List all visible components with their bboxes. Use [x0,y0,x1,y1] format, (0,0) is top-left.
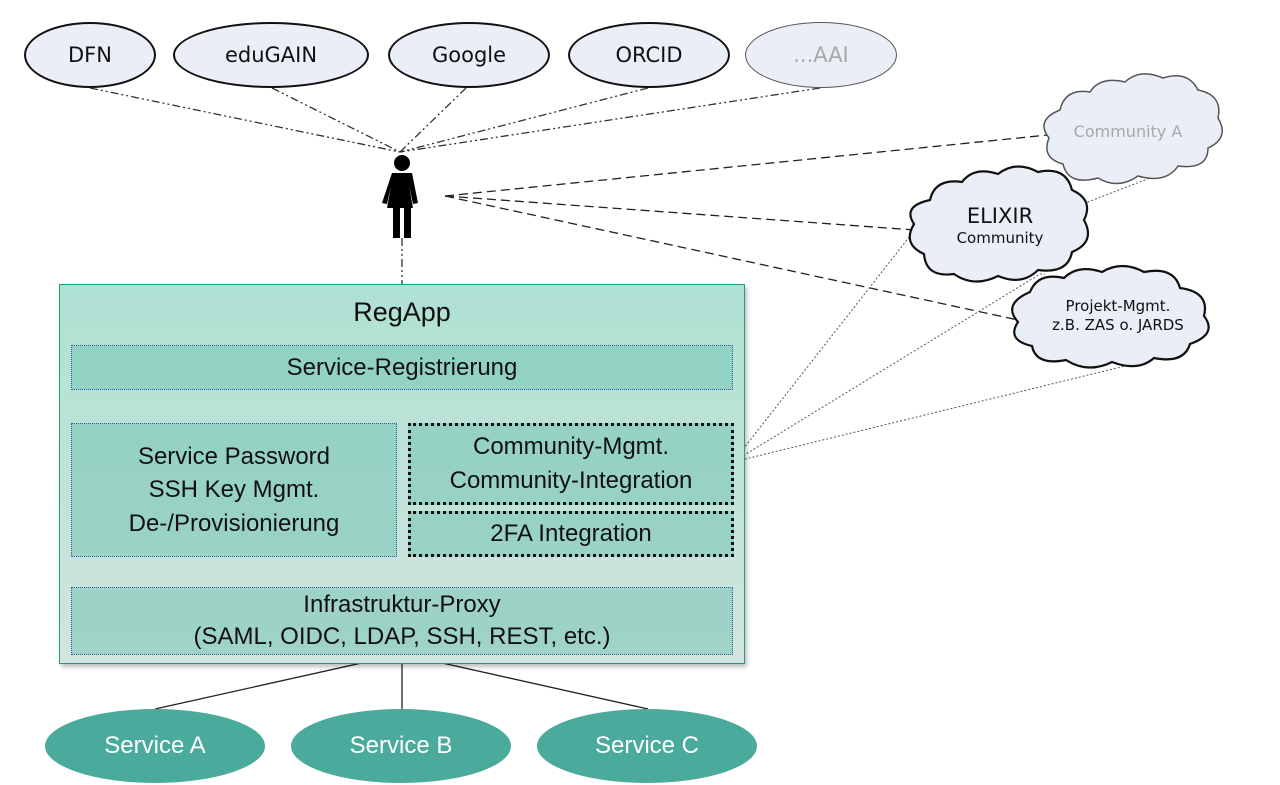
link-orcid-user [399,87,649,153]
link-edugain-user [271,87,401,153]
regapp-title: RegApp [353,297,451,327]
idp-label: DFN [68,43,112,67]
elixir-label: ELIXIR Community [930,203,1070,248]
idp-google: Google [388,22,550,88]
idp-orcid: ORCID [568,22,730,88]
link-dfn-user [89,87,401,153]
idp-label: ORCID [615,43,683,67]
projekt-label: Projekt-Mgmt. z.B. ZAS o. JARDS [1018,297,1218,335]
link-cm-elixir [732,226,918,463]
service-a: Service A [45,709,265,783]
link-user-elixir [444,195,916,231]
link-cm-community-a [732,273,1041,463]
cloud-projekt [1011,264,1210,369]
idp-label: eduGAIN [224,43,318,67]
community-a-label: Community A [1073,122,1183,141]
idp-edugain: eduGAIN [173,22,369,88]
service-registration-module: Service-Registrierung [71,345,733,390]
cloud-elixir [908,165,1090,283]
elixir-title: ELIXIR [966,204,1034,228]
twofa-module: 2FA Integration [408,511,734,557]
infrastructure-proxy-module: Infrastruktur-Proxy (SAML, OIDC, LDAP, S… [71,587,733,655]
projekt-title: Projekt-Mgmt. [1065,297,1171,315]
projekt-subtitle: z.B. ZAS o. JARDS [1052,315,1184,334]
service-c: Service C [537,709,757,783]
link-user-community-a [444,134,1049,197]
idp-other-aai: ...AAI [745,22,897,88]
link-elixir-a [1079,177,1151,206]
idp-label: ...AAI [793,43,849,67]
idp-label: Google [431,43,507,67]
link-cm-projekt [732,365,1126,463]
idp-dfn: DFN [24,22,156,88]
service-b: Service B [291,709,511,783]
regapp-container: RegApp Service-Registrierung Service Pas… [59,284,745,664]
elixir-subtitle: Community [956,229,1044,248]
community-management-module: Community-Mgmt. Community-Integration [408,423,734,505]
link-google-user [399,87,467,153]
cloud-community-a [1043,73,1223,185]
person-icon [382,155,418,238]
account-management-module: Service Password SSH Key Mgmt. De-/Provi… [71,423,397,557]
link-aai-user [399,87,821,153]
